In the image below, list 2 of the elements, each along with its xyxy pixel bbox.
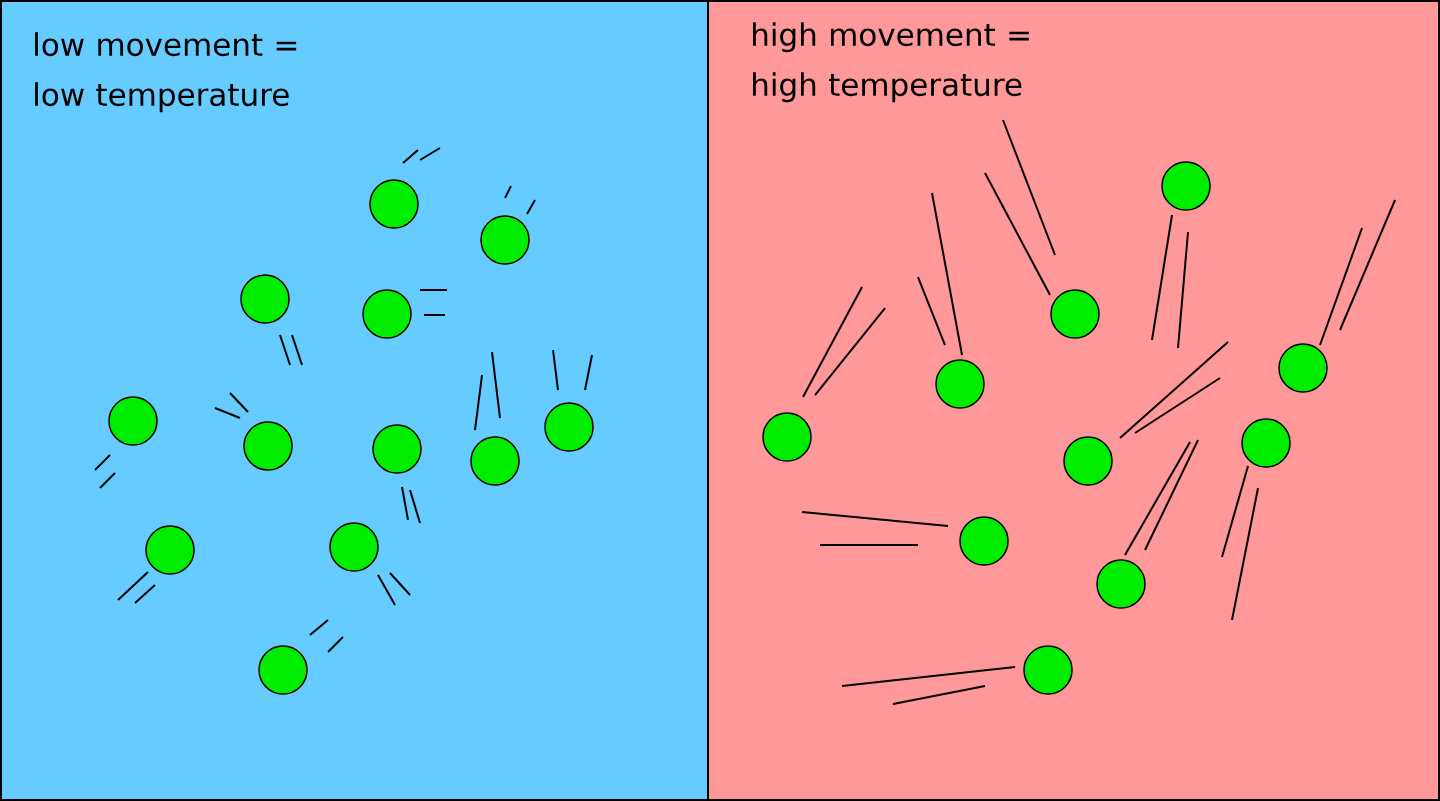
panel: low movement = low temperature: [2, 2, 708, 799]
panel: high movement = high temperature: [708, 2, 1438, 799]
